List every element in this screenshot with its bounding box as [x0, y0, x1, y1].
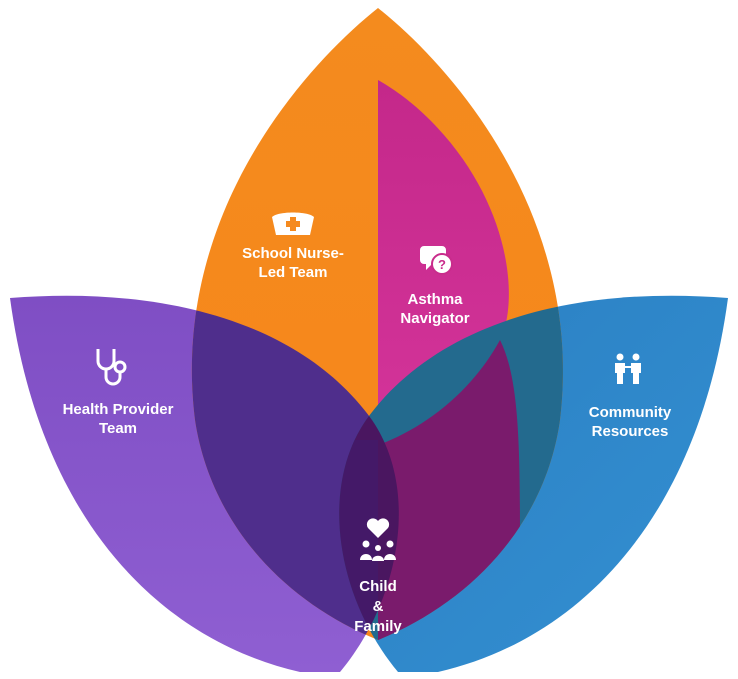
asthma-navigator-line-1: Asthma: [407, 291, 463, 308]
community-line-1: Community: [588, 404, 672, 421]
school-nurse-label: School Nurse- Led Team: [223, 244, 363, 282]
stethoscope-icon: [96, 349, 127, 386]
child-family-line-2: &: [372, 598, 384, 615]
school-nurse-line-2: Led Team: [258, 264, 328, 281]
chat-question-icon: ?: [420, 246, 453, 275]
child-family-label: Child & Family: [328, 577, 428, 637]
health-provider-label: Health Provider Team: [33, 400, 203, 438]
child-family-line-3: Family: [354, 618, 402, 635]
health-provider-line-2: Team: [98, 420, 138, 437]
health-provider-line-1: Health Provider: [62, 401, 174, 418]
heart-family-icon: [360, 518, 396, 561]
child-family-line-1: Child: [359, 578, 397, 595]
svg-text:?: ?: [438, 257, 446, 272]
school-nurse-line-1: School Nurse-: [242, 245, 344, 262]
nurse-cap-icon: [272, 212, 314, 235]
asthma-navigator-line-2: Navigator: [400, 310, 470, 327]
community-line-2: Resources: [591, 423, 669, 440]
people-icon: [615, 353, 641, 384]
community-resources-label: Community Resources: [570, 403, 690, 441]
asthma-navigator-label: Asthma Navigator: [375, 290, 495, 328]
